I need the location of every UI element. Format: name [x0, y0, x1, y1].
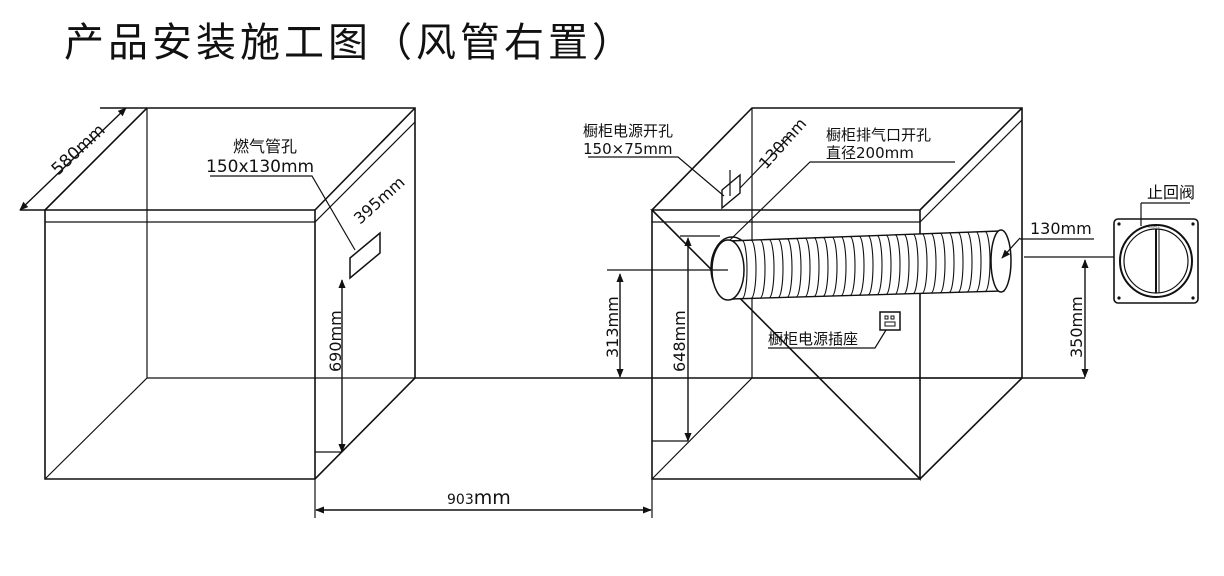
depth-dimension-label: 580mm [48, 120, 110, 179]
gas-hole-size-label: 150x130mm [206, 157, 314, 177]
gas-pipe-hole [349, 231, 381, 280]
exhaust-height-label: 313mm [603, 296, 622, 358]
spacing-dimension-label: 903mm [447, 487, 511, 509]
socket-label: 橱柜电源插座 [768, 330, 858, 348]
power-socket-icon [879, 311, 901, 331]
power-hole-offset-label: 130mm [755, 114, 810, 173]
valve-tiny-label: 止回阀上 [1148, 223, 1160, 228]
valve-offset-label: 130mm [1030, 219, 1092, 238]
power-height-label: 648mm [670, 310, 689, 372]
gas-hole-height-label: 690mm [326, 310, 345, 372]
exhaust-hole-label: 橱柜排气口开孔 [826, 126, 931, 144]
check-valve-label: 止回阀 [1147, 183, 1195, 202]
gas-hole-label: 燃气管孔 [233, 137, 297, 156]
power-hole [721, 173, 741, 210]
power-hole-size-label: 150×75mm [583, 140, 673, 158]
flexible-duct [711, 229, 1012, 301]
exhaust-hole-diameter-label: 直径200mm [826, 144, 914, 162]
depth-dimension [19, 107, 147, 211]
valve-height-label: 350mm [1067, 296, 1086, 358]
gas-hole-offset-label: 395mm [350, 173, 409, 228]
check-valve-icon [1113, 218, 1199, 304]
page-title: 产品安装施工图（风管右置） [64, 20, 636, 66]
right-cabinet [650, 107, 1023, 481]
power-hole-label: 橱柜电源开孔 [583, 122, 673, 140]
